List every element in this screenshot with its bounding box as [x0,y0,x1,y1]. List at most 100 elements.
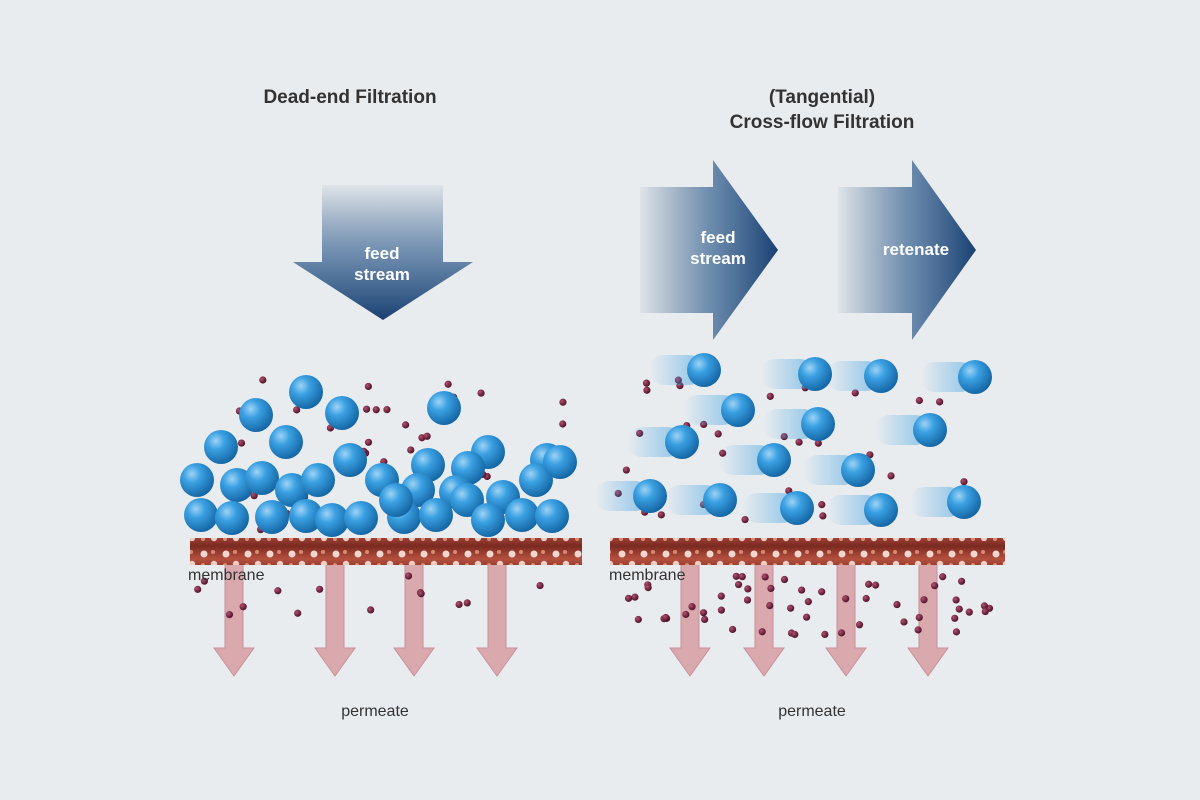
permeate-arrow [825,559,867,677]
small-particle [814,439,822,447]
large-particle [801,407,835,441]
large-particle [245,461,279,495]
cross-flow-membrane [610,538,1005,565]
large-particle [184,498,218,532]
cross-flow-title-line1: (Tangential) [769,87,875,108]
large-particle [665,425,699,459]
small-particle [364,438,373,446]
small-particle [952,628,961,636]
small-particle [837,629,846,637]
large-particles [180,353,992,537]
large-particle [864,359,898,393]
small-particle [662,613,670,622]
small-particle [734,580,743,589]
small-particle [634,615,642,624]
small-particle [791,630,799,639]
small-particle [804,598,812,606]
small-particle [293,406,301,414]
small-particle [444,380,452,388]
large-particle [471,503,505,537]
small-particle [559,398,567,406]
small-particle [294,609,302,617]
permeate-arrow [213,559,255,677]
small-particle [819,512,827,520]
small-particle [821,630,829,638]
small-particle [714,430,722,438]
small-particle [915,613,923,622]
small-particle [802,613,811,621]
small-particle [818,588,826,596]
small-particle [795,438,803,446]
cross-flow-permeate-label: permeate [778,703,846,720]
small-particle [893,600,901,609]
small-particle [717,606,725,614]
large-particle [543,445,577,479]
large-particle [239,398,273,432]
small-particle [237,439,246,447]
large-particle [958,360,992,394]
small-particle [455,600,463,609]
small-particle [239,603,247,611]
dead-end-feed-label-line2: stream [354,265,410,284]
small-particle [622,466,630,474]
small-particle [936,398,944,406]
small-particle [957,577,966,585]
small-particle [728,625,737,634]
small-particle [701,615,709,623]
retenate-arrow: retenate [838,160,976,340]
cross-flow-title-line2: Cross-flow Filtration [730,112,915,133]
small-particle [536,581,544,590]
small-particle [274,587,282,595]
small-particle [732,572,740,580]
large-particle [315,503,349,537]
dead-end-membrane-label: membrane [188,567,265,584]
small-particle [920,596,928,604]
dead-end-permeate-label: permeate [341,703,409,720]
small-particle [194,585,202,593]
retenate-label: retenate [883,240,949,259]
small-particle [463,599,471,607]
small-particle [624,594,633,602]
large-particle [841,453,875,487]
small-particle [559,420,567,428]
small-particle [200,577,208,585]
small-particle [743,596,752,604]
small-particle [631,593,639,601]
large-particle [180,463,214,497]
large-particle [215,501,249,535]
small-particle [682,610,690,619]
large-particle [204,430,238,464]
large-particle [913,413,947,447]
small-particle [316,585,324,593]
small-particle [744,585,752,593]
small-particle [818,501,826,509]
small-particle [865,580,873,588]
small-particle [980,602,989,610]
small-particle [699,609,708,617]
small-particle [644,584,652,592]
dead-end-title: Dead-end Filtration [263,87,436,108]
small-particle [842,595,850,603]
small-particle [766,601,774,610]
small-particle [952,596,960,604]
large-particle [947,485,981,519]
small-particle [914,626,922,634]
large-particle [333,443,367,477]
large-particle [798,357,832,391]
small-particle [259,376,267,384]
small-particle [362,405,371,413]
large-particle [757,443,791,477]
large-particle [419,498,453,532]
large-particle [519,463,553,497]
dead-end-membrane [190,538,582,565]
large-particle [633,479,667,513]
small-particle [787,604,795,612]
small-particle [383,406,391,414]
large-particle [687,353,721,387]
permeate-arrow [669,559,711,677]
large-particle [269,425,303,459]
small-particle [643,386,651,394]
small-particle [767,584,775,592]
